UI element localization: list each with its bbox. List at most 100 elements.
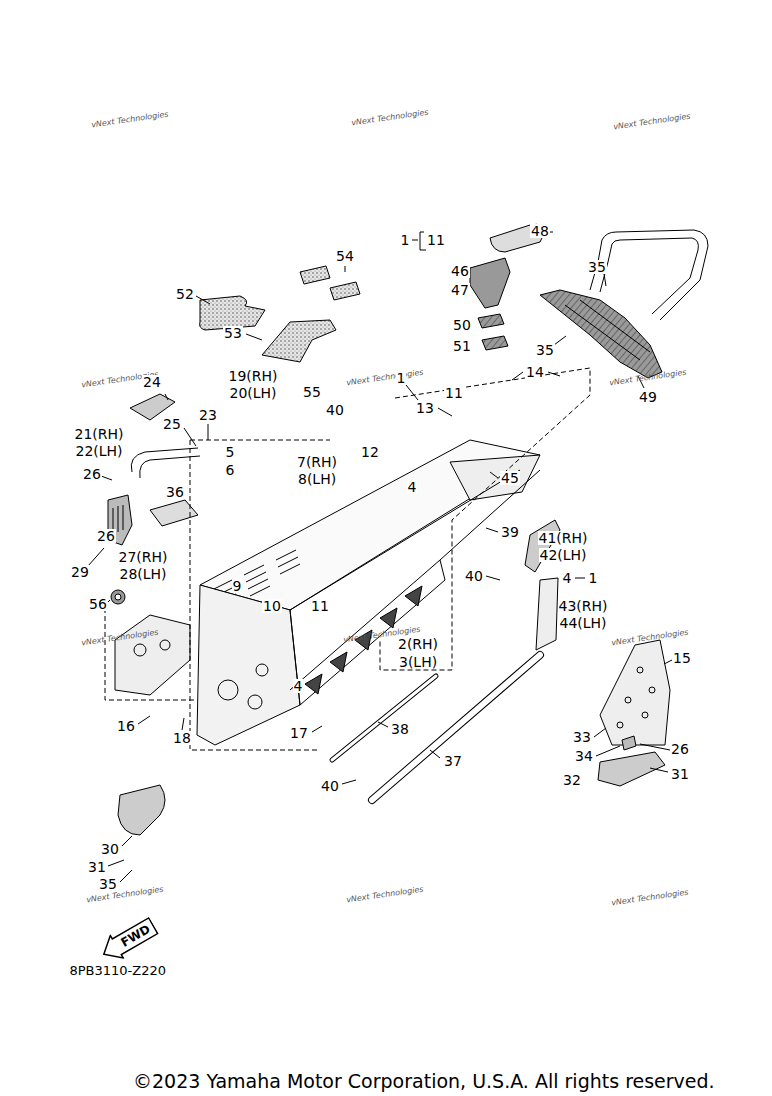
grab-bar — [608, 238, 698, 314]
callout-number: 53 — [223, 326, 243, 341]
callout-number: 11 — [310, 599, 330, 614]
plate-hole — [625, 697, 631, 703]
arrow-outline — [97, 914, 159, 965]
leader-line — [490, 472, 498, 478]
front-frame — [134, 644, 146, 656]
snow-flap — [540, 290, 662, 378]
callout-number: 22(LH) — [75, 444, 124, 459]
copyright-caption: ©2023 Yamaha Motor Corporation, U.S.A. A… — [133, 1070, 715, 1092]
tube-part — [332, 676, 436, 760]
callout-number: 50 — [452, 318, 472, 333]
callout-number: 14 — [525, 365, 545, 380]
grommet — [115, 594, 121, 600]
callout-number: 55 — [302, 385, 322, 400]
callout-number: 29 — [70, 565, 90, 580]
tunnel-hole — [248, 695, 262, 709]
leader-line — [650, 768, 668, 772]
watermark: vNext Technologies — [346, 886, 424, 905]
leader-line — [604, 274, 606, 286]
plate-hole — [637, 667, 643, 673]
callout-number: 26 — [96, 529, 116, 544]
callout-number: 43(RH) — [558, 599, 609, 614]
diagram-code: 8PB3110-Z220 — [70, 964, 167, 978]
callout-number: 26 — [670, 742, 690, 757]
plate-hole — [642, 712, 648, 718]
leader-line — [640, 744, 670, 750]
callout-number: 17 — [289, 726, 309, 741]
callout-number: 48 — [530, 224, 550, 239]
callout-number: 30 — [100, 842, 120, 857]
leader-line — [196, 296, 210, 304]
leader-line — [486, 576, 500, 580]
leader-line — [208, 424, 209, 440]
snow-flap — [565, 300, 650, 360]
callout-number: 40 — [325, 403, 345, 418]
leader-line — [554, 336, 566, 345]
tunnel-hole — [218, 680, 238, 700]
callout-number: 19(RH) — [228, 369, 279, 384]
leader-line — [88, 548, 104, 566]
bracket-part — [470, 258, 510, 308]
watermark: vNext Technologies — [351, 109, 429, 128]
callout-number: 1 — [588, 571, 599, 586]
callout-number: 31 — [670, 767, 690, 782]
rail-part — [536, 578, 558, 650]
frame-edge — [290, 470, 540, 610]
grab-bar — [598, 230, 708, 320]
plate-hole — [617, 722, 623, 728]
leader-line — [594, 728, 606, 737]
mat-part — [262, 320, 336, 362]
grommet — [111, 590, 125, 604]
leader-line — [342, 780, 356, 784]
callout-number: 25 — [162, 417, 182, 432]
callout-number: 54 — [335, 249, 355, 264]
leader-line — [165, 394, 168, 400]
callout-number: 20(LH) — [229, 386, 278, 401]
assembly-outline — [105, 368, 590, 750]
callout-number: 16 — [116, 719, 136, 734]
leader-line — [430, 750, 440, 758]
callout-number: 35 — [535, 343, 555, 358]
leader-line — [122, 836, 132, 846]
callout-number: 11 — [444, 386, 464, 401]
leader-line — [312, 726, 322, 732]
callout-number: 41(RH) — [538, 531, 589, 546]
leader-line — [345, 266, 346, 272]
callout-number: 35 — [587, 260, 607, 275]
front-frame — [115, 615, 190, 695]
leader-line — [182, 718, 184, 730]
callout-number: 4 — [562, 571, 573, 586]
callout-number: 6 — [225, 463, 236, 478]
side-rail — [290, 560, 445, 705]
callout-number: 4 — [293, 679, 304, 694]
callout-number: 44(LH) — [559, 616, 608, 631]
callout-number: 38 — [390, 722, 410, 737]
leader-line — [138, 716, 150, 724]
callout-number: 40 — [464, 569, 484, 584]
cover-part — [118, 785, 165, 835]
callout-number: 9 — [232, 579, 243, 594]
tube-part — [372, 655, 540, 800]
leader-line — [101, 476, 112, 480]
assembly-outline — [190, 440, 320, 750]
leader-line — [664, 660, 672, 664]
callout-number: 45 — [500, 471, 520, 486]
callout-number: 23 — [198, 408, 218, 423]
leader-line — [184, 428, 196, 446]
callout-number: 3(LH) — [398, 655, 438, 670]
plate-hole — [649, 687, 655, 693]
leader-line — [378, 722, 388, 727]
rear-plate — [450, 455, 540, 500]
callout-number: 35 — [98, 877, 118, 892]
callout-number: 34 — [574, 749, 594, 764]
callout-number: 4 — [407, 480, 418, 495]
callout-number: 15 — [672, 651, 692, 666]
callout-number: 52 — [175, 287, 195, 302]
leader-line — [108, 860, 124, 866]
mat-part — [330, 282, 360, 300]
plate-part — [600, 640, 670, 745]
callout-number: 33 — [572, 730, 592, 745]
callout-number: 37 — [443, 754, 463, 769]
watermark: vNext Technologies — [91, 111, 169, 130]
